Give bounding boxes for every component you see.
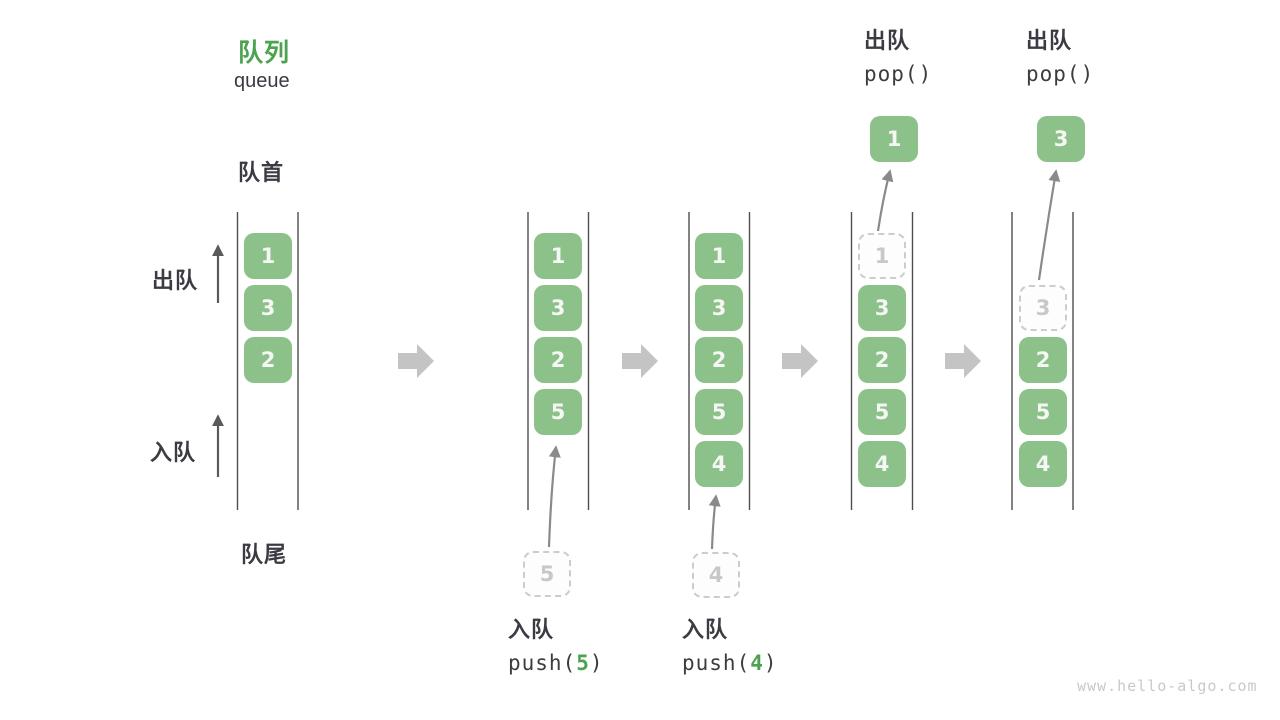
queue-item: 5 — [1019, 389, 1067, 435]
queue-item: 5 — [695, 389, 743, 435]
push-close: ) — [589, 651, 604, 675]
next-step-arrow-icon — [782, 344, 818, 378]
removed-item-ghost: 3 — [1019, 285, 1067, 331]
pop3-arrow-icon — [1037, 169, 1061, 281]
diagram-title-zh: 队列 — [238, 39, 291, 67]
site-watermark: www.hello-algo.com — [1077, 677, 1258, 695]
push-fn: push( — [682, 651, 751, 675]
pop1-arrow-icon — [876, 169, 894, 232]
push-fn: push( — [508, 651, 577, 675]
queue-item: 3 — [858, 285, 906, 331]
queue-rear-label: 队尾 — [241, 542, 288, 567]
queue-item: 3 — [534, 285, 582, 331]
queue-walls — [236, 212, 1074, 510]
queue-item: 4 — [695, 441, 743, 487]
queue-item: 4 — [1019, 441, 1067, 487]
next-step-arrow-icon — [945, 344, 981, 378]
queue-item: 1 — [534, 233, 582, 279]
queue-item: 1 — [244, 233, 292, 279]
push-operation-caption: 入队 push(5) — [508, 619, 604, 674]
queue-item: 5 — [534, 389, 582, 435]
queue-item: 4 — [858, 441, 906, 487]
push-code: push(5) — [508, 653, 604, 674]
dequeue-side-label: 出队 — [152, 268, 199, 293]
removed-item-ghost: 1 — [858, 233, 906, 279]
pop-label: 出队 — [864, 28, 911, 53]
popped-item: 3 — [1037, 116, 1085, 162]
pop-code: pop() — [1026, 62, 1095, 86]
step-arrows — [398, 344, 981, 378]
push-operation-caption: 入队 push(4) — [682, 619, 778, 674]
pop-label: 出队 — [1026, 28, 1073, 53]
queue-item: 2 — [1019, 337, 1067, 383]
queue-item: 1 — [695, 233, 743, 279]
queue-item: 2 — [244, 337, 292, 383]
next-step-arrow-icon — [622, 344, 658, 378]
push-arg: 4 — [750, 651, 764, 675]
pop-code: pop() — [864, 62, 933, 86]
pop-operation-caption: 出队 pop() — [1026, 30, 1094, 85]
queue-item: 2 — [534, 337, 582, 383]
pending-item-ghost: 5 — [523, 551, 571, 597]
push-arg: 5 — [576, 651, 590, 675]
push4-arrow-icon — [708, 494, 721, 550]
popped-item: 1 — [870, 116, 918, 162]
pending-item-ghost: 4 — [692, 552, 740, 598]
queue-item: 5 — [858, 389, 906, 435]
queue-item: 3 — [244, 285, 292, 331]
enqueue-side-label: 入队 — [150, 440, 197, 465]
push-close: ) — [763, 651, 778, 675]
push-code: push(4) — [682, 653, 778, 674]
next-step-arrow-icon — [398, 344, 434, 378]
push5-arrow-icon — [547, 445, 561, 548]
queue-front-label: 队首 — [238, 160, 285, 185]
diagram-title-en: queue — [234, 70, 290, 92]
pop-operation-caption: 出队 pop() — [864, 30, 932, 85]
push-label: 入队 — [682, 617, 729, 642]
queue-item: 2 — [858, 337, 906, 383]
queue-item: 2 — [695, 337, 743, 383]
queue-item: 3 — [695, 285, 743, 331]
push-label: 入队 — [508, 617, 555, 642]
